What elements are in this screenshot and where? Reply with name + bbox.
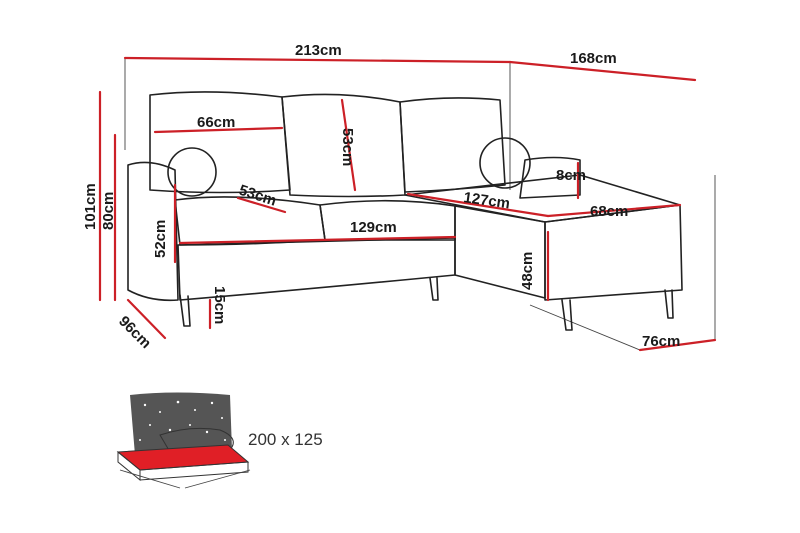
dimension-labels: 213cm 168cm 101cm 80cm 66cm 53cm 52cm 53… (82, 42, 680, 352)
dimension-lines (98, 56, 717, 352)
total-width-label: 213cm (295, 42, 342, 59)
bed-width-arrow (119, 469, 181, 489)
stars-pattern (139, 400, 226, 441)
leg-2 (429, 277, 439, 301)
pillow-height-label: 53cm (339, 128, 356, 166)
total-height-label: 101cm (82, 183, 99, 230)
chaise-seat-length-label: 127cm (462, 189, 511, 212)
round-pillow-right (479, 137, 531, 189)
seat-width-label: 129cm (350, 219, 397, 236)
chaise-width-line (546, 203, 682, 218)
bed-depth-arrow (184, 469, 251, 489)
pillow-width-line (153, 126, 284, 134)
seat-width-line (178, 235, 457, 245)
seat-depth-label: 53cm (237, 182, 279, 210)
leg-height-label: 15cm (211, 286, 228, 324)
chaise-back-height-label: 8cm (556, 167, 586, 184)
round-pillow-left (167, 147, 217, 197)
armrest-height-label: 52cm (152, 220, 169, 258)
storage-compartment (130, 392, 232, 455)
bed-frame (117, 450, 249, 482)
leg-4 (664, 289, 674, 319)
leg-1 (179, 294, 191, 327)
bed-size-label: 200 x 125 (248, 430, 323, 449)
bed-inset: 200 x 125 (116, 392, 323, 489)
chaise-total-width-line (638, 338, 717, 352)
depth-label: 96cm (115, 313, 154, 352)
chaise-seat-length-line (406, 192, 550, 218)
leg-3 (561, 299, 573, 331)
total-width-line (123, 56, 512, 64)
chaise-height-label: 48cm (519, 252, 536, 290)
back-cushion-left (149, 91, 291, 194)
chaise-back (519, 156, 581, 199)
sofa-base (177, 237, 456, 301)
chaise-side (544, 204, 683, 301)
pillow-height-line (340, 98, 357, 192)
seat-cushion-left (174, 196, 326, 246)
chaise-total-width-label: 76cm (642, 333, 680, 350)
seat-depth-line (236, 196, 287, 214)
back-cushion-right (399, 97, 506, 193)
pillow-width-label: 66cm (197, 114, 235, 131)
chaise-width-label: 68cm (590, 203, 628, 220)
sofa-outline (127, 91, 683, 331)
chaise-depth-line (508, 60, 697, 82)
depth-line (126, 298, 167, 340)
chaise-depth-label: 168cm (570, 50, 617, 67)
left-armrest (127, 161, 179, 302)
seat-back-height-label: 80cm (100, 192, 117, 230)
